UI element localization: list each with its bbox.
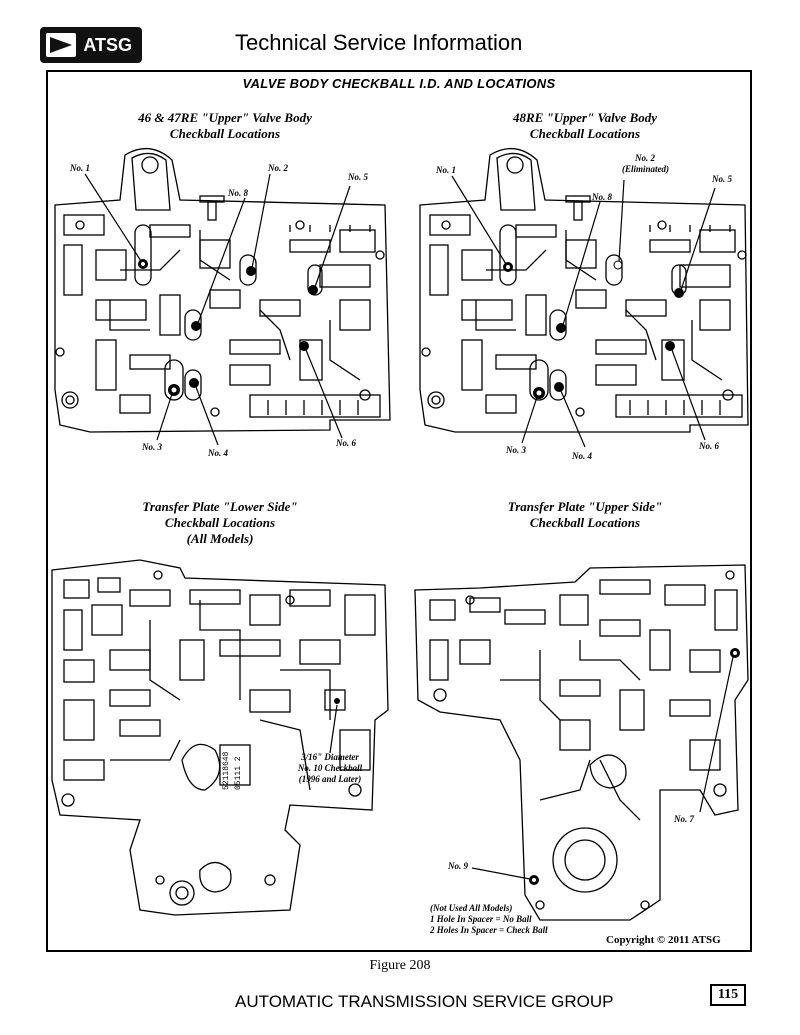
note-no9: (Not Used All Models) 1 Hole In Spacer =… <box>430 903 548 936</box>
caption-48re-line2: Checkball Locations <box>529 126 641 141</box>
logo-text: ATSG <box>83 34 132 55</box>
note-no9-line3: 2 Holes In Spacer = Check Ball <box>430 925 548 935</box>
figure-heading: VALVE BODY CHECKBALL I.D. AND LOCATIONS <box>242 76 556 91</box>
caption-46-47re-line1: 46 & 47RE "Upper" Valve Body <box>138 110 312 125</box>
part-number-stamp: 52118648 <box>222 751 231 790</box>
caption-46-47re: 46 & 47RE "Upper" Valve Body Checkball L… <box>110 110 340 142</box>
note-no9-line2: 1 Hole In Spacer = No Ball <box>430 914 532 924</box>
caption-transfer-upper: Transfer Plate "Upper Side" Checkball Lo… <box>465 499 705 531</box>
transfer-plate-lower-side-drawing <box>51 559 389 916</box>
note-no10-line3: (1996 and Later) <box>298 774 362 784</box>
label-no6-48re: No. 6 <box>699 441 719 451</box>
label-no8-48re: No. 8 <box>592 192 612 202</box>
note-no10-checkball: 3/16" Diameter No. 10 Checkball (1996 an… <box>290 752 370 785</box>
checkball-no4-48re <box>554 382 564 392</box>
caption-48re: 48RE "Upper" Valve Body Checkball Locati… <box>470 110 700 142</box>
copyright: Copyright © 2011 ATSG <box>606 934 721 946</box>
checkball-no6-46-47re <box>299 341 309 351</box>
caption-transfer-lower-line3: (All Models) <box>186 531 254 546</box>
transfer-plate-upper-side-drawing <box>414 564 749 921</box>
caption-46-47re-line2: Checkball Locations <box>169 126 281 141</box>
checkball-no5-48re <box>674 288 684 298</box>
figure-frame <box>46 70 752 952</box>
label-no8-46-47re: No. 8 <box>228 188 248 198</box>
caption-transfer-lower-line1: Transfer Plate "Lower Side" <box>142 499 298 514</box>
upper-valve-body-48re-drawing <box>419 148 749 433</box>
label-no9: No. 9 <box>448 861 468 871</box>
label-no5-48re: No. 5 <box>712 174 732 184</box>
caption-transfer-lower: Transfer Plate "Lower Side" Checkball Lo… <box>100 499 340 547</box>
label-no1-46-47re: No. 1 <box>70 163 90 173</box>
checkball-no8-48re <box>556 323 566 333</box>
label-no6-46-47re: No. 6 <box>336 438 356 448</box>
label-no7: No. 7 <box>674 814 694 824</box>
checkball-no5-46-47re <box>308 285 318 295</box>
checkball-no4-46-47re <box>189 378 199 388</box>
label-no2-48re: No. 2 <box>635 153 655 163</box>
label-no3-48re: No. 3 <box>506 445 526 455</box>
atsg-logo: ATSG <box>40 27 142 63</box>
label-no2-eliminated-48re: (Eliminated) <box>622 164 669 174</box>
checkball-no6-48re <box>665 341 675 351</box>
checkball-no8-46-47re <box>191 321 201 331</box>
page-number: 115 <box>710 984 746 1006</box>
footer-org: AUTOMATIC TRANSMISSION SERVICE GROUP <box>235 992 614 1011</box>
label-no1-48re: No. 1 <box>436 165 456 175</box>
label-no2-46-47re: No. 2 <box>268 163 288 173</box>
label-no4-48re: No. 4 <box>572 451 592 461</box>
note-no10-line1: 3/16" Diameter <box>301 752 359 762</box>
label-no5-46-47re: No. 5 <box>348 172 368 182</box>
caption-transfer-upper-line2: Checkball Locations <box>529 515 641 530</box>
label-no3-46-47re: No. 3 <box>142 442 162 452</box>
page-title: Technical Service Information <box>235 30 523 55</box>
checkball-no10 <box>334 698 340 704</box>
checkball-no2-eliminated <box>613 260 623 270</box>
caption-transfer-upper-line1: Transfer Plate "Upper Side" <box>507 499 663 514</box>
checkball-no2-46-47re <box>246 266 256 276</box>
label-no4-46-47re: No. 4 <box>208 448 228 458</box>
caption-transfer-lower-line2: Checkball Locations <box>164 515 276 530</box>
note-no9-line1: (Not Used All Models) <box>430 903 513 913</box>
note-no10-line2: No. 10 Checkball <box>297 763 363 773</box>
figure-caption: Figure 208 <box>369 958 431 973</box>
upper-valve-body-46-47re-drawing <box>54 148 391 433</box>
caption-48re-line1: 48RE "Upper" Valve Body <box>512 110 658 125</box>
date-code-stamp: 05111 2 <box>234 756 243 790</box>
atsg-logo-icon <box>46 33 76 57</box>
